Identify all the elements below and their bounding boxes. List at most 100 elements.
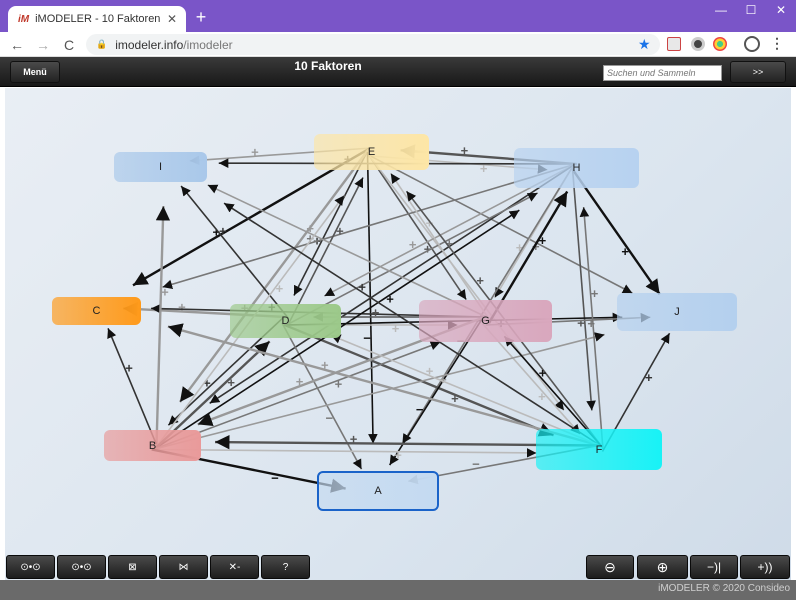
node-f[interactable]: F (536, 429, 662, 470)
edge-sign-label: + (178, 300, 186, 315)
node-e[interactable]: E (314, 134, 429, 170)
edge-sign-label: + (161, 285, 169, 300)
connection-edge[interactable] (283, 323, 555, 437)
forward-button[interactable]: → (36, 37, 50, 53)
connection-edge[interactable] (207, 184, 488, 319)
tool-connect-icon: ⊙•⊙ (20, 561, 41, 573)
edge-sign-label: + (480, 161, 488, 176)
connection-edge[interactable] (215, 434, 600, 450)
account-icon[interactable] (744, 36, 760, 52)
edge-sign-label: + (392, 321, 400, 336)
reload-button[interactable]: C (63, 37, 75, 53)
connection-edge[interactable] (281, 322, 363, 470)
node-b[interactable]: B (104, 430, 201, 461)
edge-sign-label: + (306, 231, 314, 246)
chrome-extension-icon[interactable] (713, 37, 727, 51)
edge-sign-label: + (336, 224, 344, 239)
edge-sign-label: + (439, 372, 447, 387)
tool-matrix-icon: ⊠ (128, 561, 137, 573)
node-a[interactable]: A (317, 471, 439, 511)
tab-close-icon[interactable]: ✕ (166, 12, 178, 26)
tool-connect-button[interactable]: ⊙•⊙ (6, 555, 55, 579)
edge-sign-label: + (219, 223, 227, 238)
node-label: E (367, 146, 376, 158)
edge-sign-label: + (539, 233, 547, 248)
connection-edge[interactable] (152, 448, 537, 458)
new-tab-button[interactable]: + (195, 7, 207, 27)
zoom-in-button[interactable]: ⊕ (637, 555, 688, 579)
connection-edge[interactable] (180, 185, 290, 319)
close-window-button[interactable]: ✕ (775, 3, 787, 17)
connection-edge[interactable] (503, 335, 603, 448)
model-canvas[interactable]: ++++++++−++++++++−++++++++−++++++++−++++… (5, 88, 791, 580)
node-d[interactable]: D (230, 304, 341, 338)
url-bar[interactable]: 🔒 imodeler.info/imodeler (86, 34, 660, 55)
connection-edge[interactable] (330, 334, 601, 447)
maximize-button[interactable]: ☐ (745, 3, 757, 17)
edge-sign-label: + (203, 376, 211, 391)
connection-edge[interactable] (390, 172, 490, 320)
tool-matrix-button[interactable]: ⊠ (108, 555, 157, 579)
edge-sign-label: + (335, 377, 343, 392)
edge-sign-label: + (451, 391, 459, 406)
edge-sign-label: + (306, 221, 314, 236)
connection-edge[interactable] (178, 148, 370, 403)
bookmark-star-icon[interactable]: ★ (638, 36, 651, 52)
connection-edge[interactable] (132, 147, 371, 287)
node-label: H (572, 162, 581, 174)
edge-sign-label: + (350, 431, 358, 446)
node-h[interactable]: H (514, 148, 639, 188)
collapse-button[interactable]: −)| (690, 555, 738, 579)
connection-edge[interactable] (107, 327, 157, 445)
connection-edge[interactable] (209, 163, 575, 404)
node-label: D (281, 315, 290, 327)
edge-sign-label: + (212, 225, 220, 240)
connection-edge[interactable] (481, 323, 581, 435)
connection-edge[interactable] (388, 318, 483, 466)
tool-network-button[interactable]: ⋈ (159, 555, 208, 579)
connection-edge[interactable] (293, 149, 369, 296)
browser-menu-icon[interactable]: ⋮ (770, 35, 784, 51)
edge-sign-label: + (461, 143, 469, 158)
tool-weight-button[interactable]: ✕- (210, 555, 259, 579)
node-c[interactable]: C (52, 297, 141, 325)
search-input[interactable] (603, 65, 722, 81)
connection-edge[interactable] (579, 207, 604, 450)
edge-sign-label: + (394, 448, 402, 463)
expand-icon: +)) (757, 560, 773, 574)
connection-edge[interactable] (572, 169, 661, 295)
connection-edge[interactable] (367, 153, 467, 301)
edge-sign-label: + (276, 281, 284, 296)
connection-edge[interactable] (286, 192, 538, 326)
connection-edge[interactable] (153, 332, 605, 451)
connection-edge[interactable] (223, 202, 602, 447)
browser-tab[interactable]: iM iMODELER - 10 Faktoren ✕ (8, 6, 186, 32)
connection-edge[interactable] (162, 163, 576, 290)
next-button[interactable]: >> (730, 61, 786, 83)
tool-bike-icon: ⊙•⊙ (71, 561, 92, 573)
back-button[interactable]: ← (10, 37, 24, 53)
edge-sign-label: + (445, 236, 453, 251)
help-button[interactable]: ? (261, 555, 310, 579)
node-i[interactable]: I (114, 152, 207, 182)
tool-bike-button[interactable]: ⊙•⊙ (57, 555, 106, 579)
connection-edge[interactable] (288, 177, 364, 324)
connection-edge[interactable] (155, 206, 171, 446)
menu-button[interactable]: Menü (10, 61, 60, 83)
node-j[interactable]: J (617, 293, 737, 331)
zoom-out-button[interactable]: ⊖ (586, 555, 634, 579)
extension-icon[interactable] (691, 37, 705, 51)
connection-edge[interactable] (167, 323, 601, 447)
node-label: G (481, 315, 490, 327)
edge-sign-label: − (416, 402, 424, 417)
connection-edge[interactable] (571, 168, 596, 411)
browser-addressbar: ← → C 🔒 imodeler.info/imodeler ★ ⋮ (0, 32, 796, 57)
node-g[interactable]: G (419, 300, 552, 342)
help-icon: ? (282, 561, 289, 573)
pdf-extension-icon[interactable] (667, 37, 681, 51)
minimize-button[interactable]: — (715, 3, 727, 17)
url-path: /imodeler (183, 37, 233, 52)
expand-button[interactable]: +)) (740, 555, 790, 579)
edge-sign-label: + (424, 241, 432, 256)
tool-network-icon: ⋈ (178, 561, 189, 573)
